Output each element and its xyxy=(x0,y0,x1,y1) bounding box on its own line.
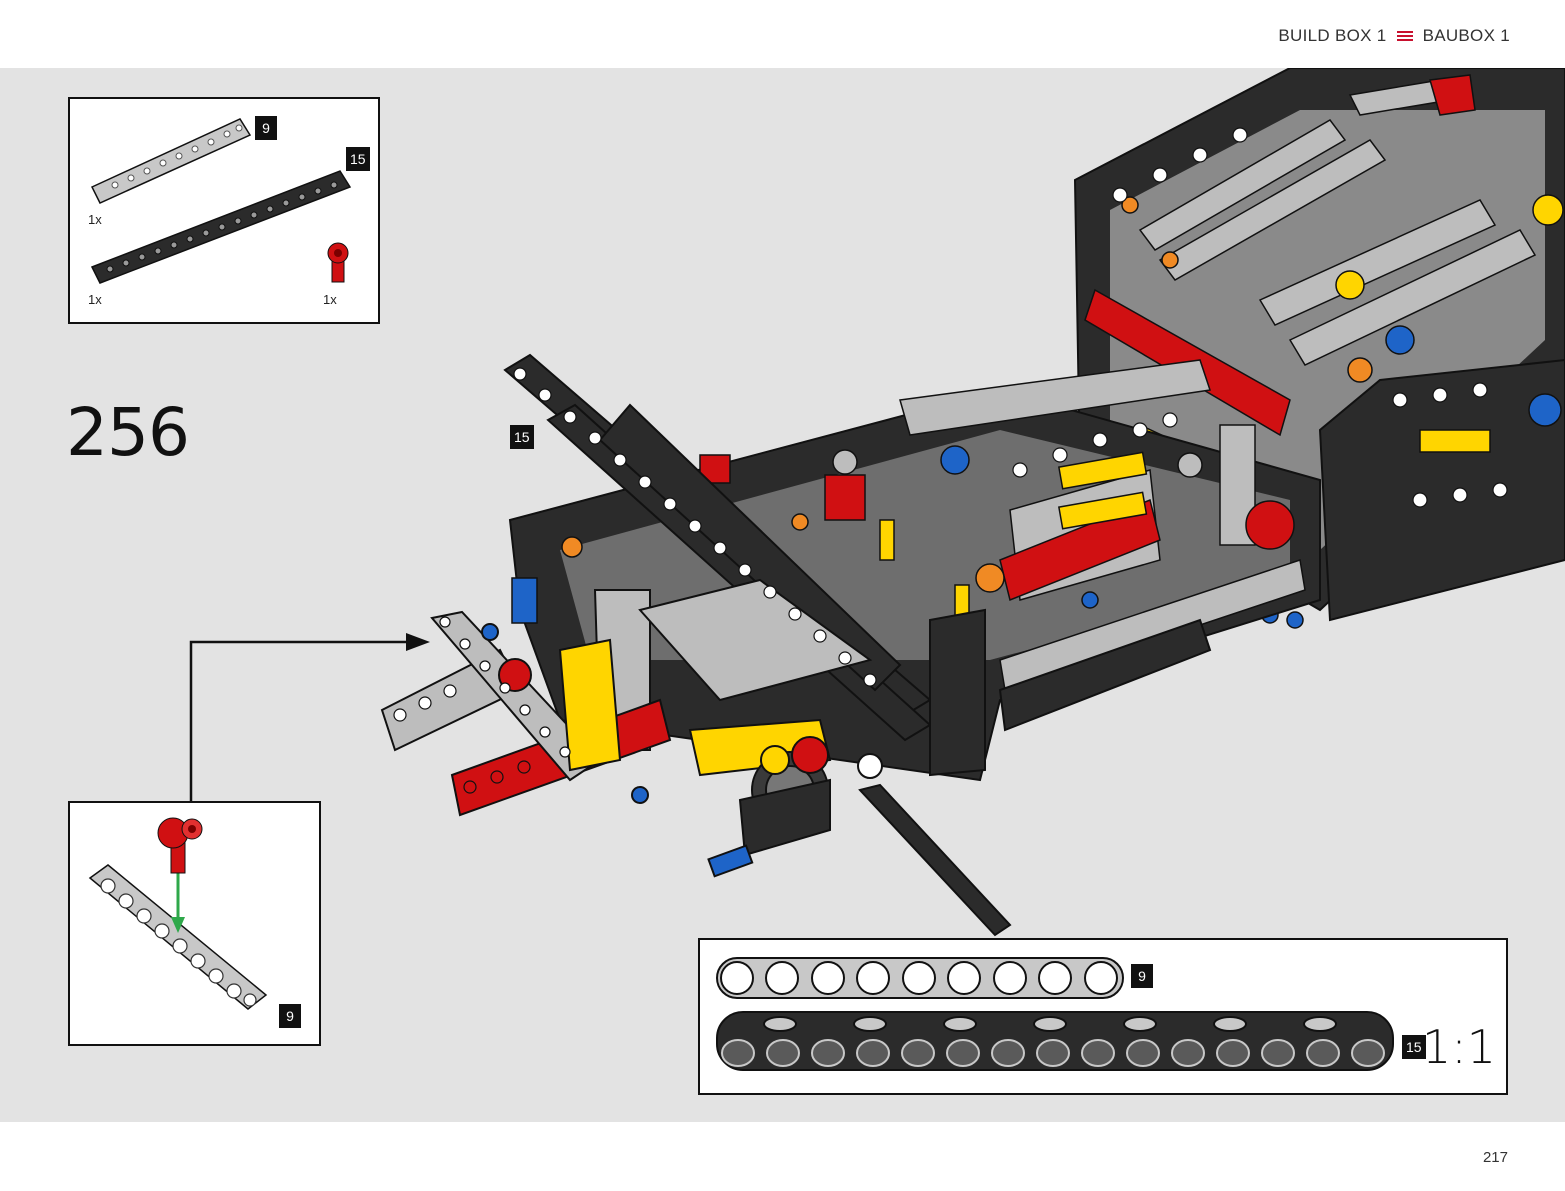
front-beam-assembly xyxy=(380,610,672,817)
parts-gray-beam-qty: 1x xyxy=(88,212,102,227)
build-box-label-de: BAUBOX 1 xyxy=(1422,26,1510,45)
parts-black-beam-badge-label: 15 xyxy=(350,151,366,167)
sub-assembly-callout: 9 xyxy=(68,801,321,1046)
scale-beam-15-badge: 15 xyxy=(1402,1035,1426,1059)
parts-list-box: 9 15 1x 1x 1x xyxy=(68,97,380,324)
red-connector-icon xyxy=(157,817,203,874)
parts-black-beam-badge: 15 xyxy=(346,147,370,171)
scale-beam-9-badge-label: 9 xyxy=(1138,968,1146,984)
main-beam-length-label: 15 xyxy=(514,429,530,445)
scale-ratio-label: 1:1 xyxy=(1421,1020,1496,1074)
scale-beam-9 xyxy=(716,957,1394,1071)
main-beam-length-badge: 15 xyxy=(510,425,534,449)
build-box-label-en: BUILD BOX 1 xyxy=(1278,26,1387,45)
beam-holes xyxy=(393,127,1508,794)
page-header: BUILD BOX 1 BAUBOX 1 xyxy=(0,0,1565,68)
red-connector-part xyxy=(327,242,349,283)
three-line-menu-icon xyxy=(1396,30,1413,42)
page-number: 217 xyxy=(1482,1149,1508,1166)
step-number: 256 xyxy=(66,394,190,471)
callout-arrow xyxy=(189,633,430,801)
parts-gray-beam-badge: 9 xyxy=(255,116,277,140)
scale-guide-box: 9 15 1:1 xyxy=(698,938,1508,1095)
main-model-illustration xyxy=(380,68,1565,937)
sub-assembly-illustration xyxy=(88,817,268,1010)
sub-assembly-beam-badge-label: 9 xyxy=(286,1008,294,1024)
page-footer: 217 xyxy=(0,1122,1565,1191)
instruction-canvas: 15 256 xyxy=(0,68,1565,1122)
parts-gray-beam-badge-label: 9 xyxy=(262,120,270,136)
parts-red-connector-qty: 1x xyxy=(323,292,337,307)
scale-beam-15-badge-label: 15 xyxy=(1406,1039,1422,1055)
gray-beam-9-part xyxy=(90,118,352,284)
scale-beam-9-badge: 9 xyxy=(1131,964,1153,988)
build-box-breadcrumb: BUILD BOX 1 BAUBOX 1 xyxy=(1278,26,1510,46)
sub-assembly-beam-badge: 9 xyxy=(279,1004,301,1028)
parts-black-beam-qty: 1x xyxy=(88,292,102,307)
